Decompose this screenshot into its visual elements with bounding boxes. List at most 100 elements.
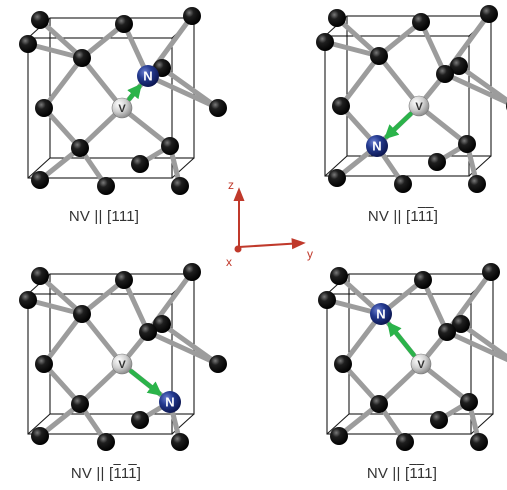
- vacancy-letter: V: [417, 359, 425, 371]
- bond: [334, 15, 382, 59]
- atoms: VN: [316, 5, 507, 193]
- vacancy-site: [408, 95, 430, 117]
- nitrogen-letter: N: [376, 307, 385, 322]
- miller-index-bar: 1: [416, 465, 425, 482]
- carbon-atom: [131, 411, 149, 429]
- miller-index: 1: [118, 208, 127, 225]
- carbon-atom: [468, 175, 486, 193]
- bond: [456, 63, 507, 104]
- bond: [79, 311, 125, 367]
- lattice-panel-bottom-right: VN: [318, 263, 507, 451]
- nitrogen-letter: N: [165, 395, 174, 410]
- lattice-panel-bottom-left: VN: [19, 263, 227, 451]
- miller-index: 1: [424, 465, 433, 482]
- carbon-atom: [452, 315, 470, 333]
- carbon-atom: [394, 175, 412, 193]
- vacancy-site: [111, 97, 133, 119]
- carbon-atom: [330, 427, 348, 445]
- carbon-atom: [436, 65, 454, 83]
- label-prefix: NV || [: [366, 465, 410, 482]
- vacancy-letter: V: [415, 101, 423, 113]
- carbon-atom: [31, 267, 49, 285]
- carbon-atom: [470, 433, 488, 451]
- z-axis-label: z: [228, 178, 234, 192]
- carbon-atom: [318, 291, 336, 309]
- bond: [418, 19, 448, 77]
- carbon-atom: [460, 393, 478, 411]
- cell-depth-edge: [27, 157, 51, 179]
- vacancy-letter: V: [118, 359, 126, 371]
- x-axis-label: x: [226, 255, 232, 269]
- label-suffix: ]: [136, 465, 142, 482]
- bond: [159, 321, 221, 367]
- vacancy-site: [410, 353, 432, 375]
- carbon-atom: [31, 11, 49, 29]
- bond: [121, 277, 151, 335]
- bond: [79, 55, 125, 111]
- carbon-atom: [153, 315, 171, 333]
- carbon-atom: [482, 263, 500, 281]
- atoms: VN: [19, 7, 227, 195]
- y-axis: [238, 238, 306, 250]
- carbon-atom: [330, 267, 348, 285]
- carbon-atom: [428, 153, 446, 171]
- bond: [322, 39, 382, 59]
- bond: [25, 297, 85, 317]
- label-prefix: NV || [: [367, 208, 411, 225]
- miller-index-bar: 1: [425, 208, 434, 225]
- bond: [79, 277, 127, 317]
- carbon-atom: [171, 433, 189, 451]
- lattice-panel-top-left: VN: [19, 7, 227, 195]
- bond: [420, 277, 450, 335]
- carbon-atom: [332, 97, 350, 115]
- panel-label-top-right: NV || [111]: [303, 208, 503, 225]
- carbon-atom: [370, 47, 388, 65]
- carbon-atom: [370, 395, 388, 413]
- nitrogen-atom: [370, 303, 392, 325]
- bond: [376, 53, 422, 109]
- carbon-atom: [73, 49, 91, 67]
- carbon-atom: [430, 411, 448, 429]
- carbon-atom: [414, 271, 432, 289]
- carbon-atom: [334, 355, 352, 373]
- bond: [37, 17, 85, 61]
- carbon-atom: [97, 177, 115, 195]
- carbon-atom: [412, 13, 430, 31]
- carbon-atom: [71, 395, 89, 413]
- nv-axis-arrow: [127, 83, 142, 101]
- carbon-atom: [450, 57, 468, 75]
- carbon-atom: [139, 323, 157, 341]
- nv-axis-arrow: [384, 112, 413, 140]
- cell-depth-edge: [326, 413, 350, 435]
- carbon-atom: [35, 355, 53, 373]
- bond: [25, 41, 85, 61]
- panel-label-bottom-right: NV || [111]: [302, 465, 502, 482]
- miller-index: 1: [120, 465, 129, 482]
- carbon-atom: [316, 33, 334, 51]
- nitrogen-letter: N: [143, 69, 152, 84]
- nitrogen-letter: N: [372, 139, 381, 154]
- miller-index-bar: 1: [128, 465, 137, 482]
- carbon-atom: [328, 9, 346, 27]
- bond: [79, 21, 127, 61]
- carbon-atom: [115, 15, 133, 33]
- bond: [41, 55, 85, 111]
- vacancy-letter: V: [118, 103, 126, 115]
- carbon-atom: [19, 291, 37, 309]
- cell-depth-edge: [27, 413, 51, 435]
- y-axis-label: y: [307, 247, 313, 261]
- label-suffix: ]: [134, 208, 140, 225]
- carbon-atom: [396, 433, 414, 451]
- carbon-atom: [73, 305, 91, 323]
- atoms: VN: [19, 263, 227, 451]
- nitrogen-atom: [366, 135, 388, 157]
- cell-depth-edge: [324, 155, 348, 177]
- miller-index: 1: [126, 208, 135, 225]
- lattice-panel-top-right: VN: [316, 5, 507, 193]
- carbon-atom: [35, 99, 53, 117]
- carbon-atom: [171, 177, 189, 195]
- carbon-atom: [19, 35, 37, 53]
- carbon-atom: [131, 155, 149, 173]
